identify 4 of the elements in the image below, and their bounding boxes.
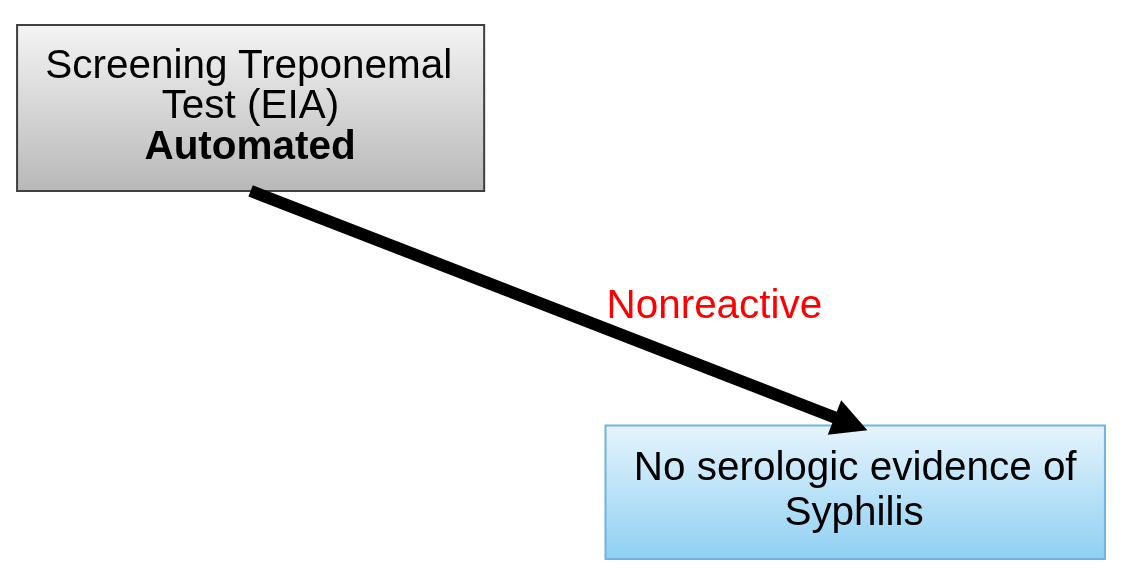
arrow	[248, 185, 868, 435]
edge-label: Nonreactive	[606, 281, 823, 328]
node-box: No serologic evidence of Syphilis	[604, 424, 1106, 560]
node-box: Screening Treponemal Test (EIA) Automated	[16, 24, 486, 192]
